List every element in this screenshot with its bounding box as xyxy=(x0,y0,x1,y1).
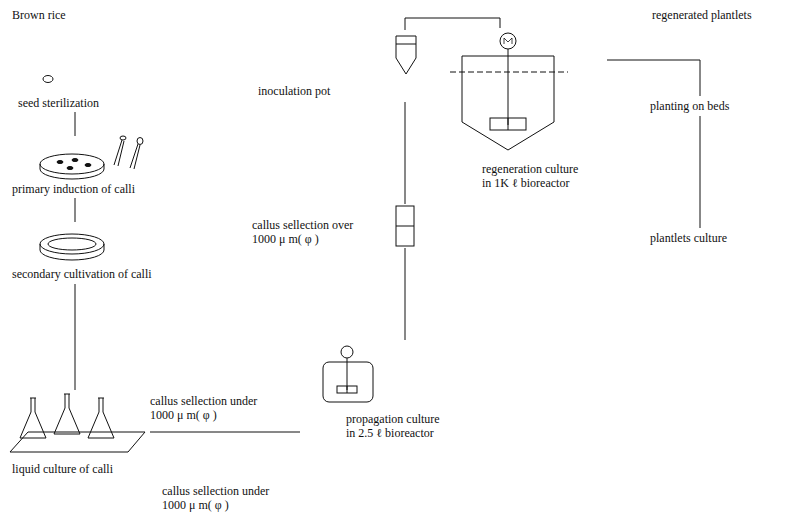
step-caption-box: secondary cultivation of calli xyxy=(10,222,170,284)
note-label: Brown rice xyxy=(12,8,66,22)
bioreactor-step: propagation culture in 2.5 ℓ bioreactor xyxy=(300,340,450,444)
step-caption: liquid culture of calli xyxy=(12,462,113,476)
flow-line xyxy=(405,102,406,204)
sieve-step: callus sellection over 1000 μ m( φ ) xyxy=(250,204,420,248)
flow-line xyxy=(700,116,701,228)
step-caption: secondary cultivation of calli xyxy=(12,267,152,281)
bioreactor-small-icon xyxy=(323,346,373,402)
step-caption-box: primary induction of calli xyxy=(10,136,160,198)
flow-line xyxy=(75,284,76,390)
step-caption-box: liquid culture of calli xyxy=(8,390,150,480)
step-caption: seed sterilization xyxy=(18,96,99,110)
sieve-icon xyxy=(396,206,414,246)
note-label: callus sellection under 1000 μ m( φ ) xyxy=(150,394,258,422)
flow-line xyxy=(75,112,76,136)
step-caption-box: plantlets culture xyxy=(648,228,760,248)
inoculation-step: inoculation pot xyxy=(255,30,425,102)
step-caption: inoculation pot xyxy=(258,84,330,98)
step-caption: propagation culture in 2.5 ℓ bioreactor xyxy=(346,412,448,440)
step-caption: regeneration culture in 1K ℓ bioreactor xyxy=(482,162,590,190)
step-caption: callus sellection over 1000 μ m( φ ) xyxy=(252,218,358,246)
flow-line xyxy=(150,432,300,433)
step-caption: plantlets culture xyxy=(650,231,727,245)
flow-line xyxy=(75,198,76,222)
flask-tray-icon xyxy=(10,394,145,452)
flow-line xyxy=(607,60,700,96)
step-caption: primary induction of calli xyxy=(12,182,135,196)
petri-dish-icon xyxy=(40,234,104,260)
step-caption-box: seed sterilization xyxy=(15,70,140,112)
inoculation-pot-icon xyxy=(396,36,416,74)
petri-dish-icon xyxy=(40,154,104,179)
step-caption-box: planting on beds xyxy=(648,96,760,116)
flow-line xyxy=(405,18,500,30)
forceps-icon xyxy=(114,136,143,169)
bioreactor-large-icon xyxy=(450,33,568,150)
seed-icon xyxy=(43,76,53,83)
flow-line xyxy=(405,248,406,340)
note-label: regenerated plantlets xyxy=(652,8,752,22)
step-caption: planting on beds xyxy=(650,99,729,113)
note-label: callus sellection under 1000 μ m( φ ) xyxy=(162,484,270,512)
bioreactor-step: regeneration culture in 1K ℓ bioreactor xyxy=(455,28,607,204)
